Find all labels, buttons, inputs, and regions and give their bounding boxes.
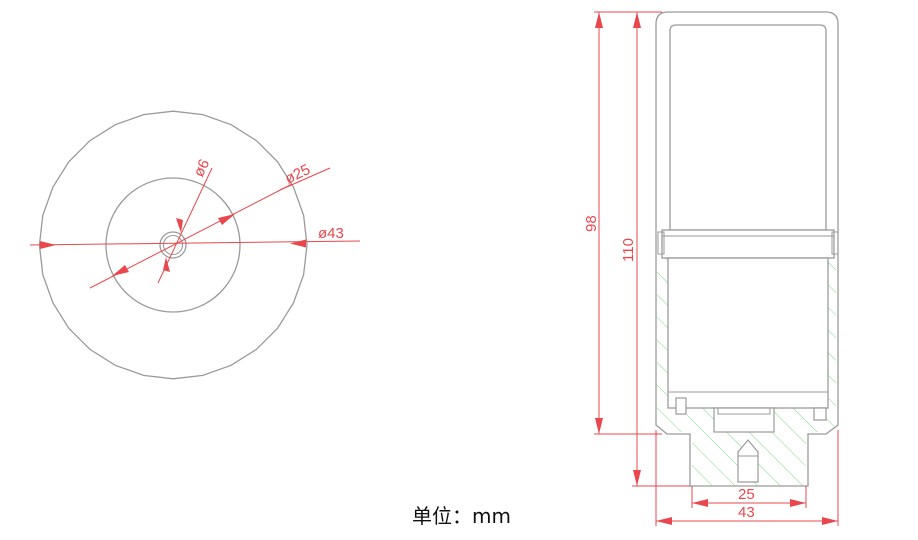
- dimension-hole-diameter: ø6: [157, 157, 213, 284]
- outer-diameter-label: ø43: [318, 225, 344, 242]
- center-hole-outer: [159, 231, 187, 259]
- center-hole-inner: [162, 234, 184, 256]
- unit-label: 单位：mm: [412, 504, 511, 528]
- stem-bore: [737, 439, 759, 483]
- top-view: ø43 ø25 ø6: [29, 110, 361, 380]
- body-outline: [655, 11, 839, 487]
- connector-block: [713, 407, 775, 433]
- right-pin: [813, 407, 827, 421]
- hole-diameter-label: ø6: [190, 157, 213, 180]
- height-110-label: 110: [620, 238, 637, 262]
- upper-window: [669, 24, 827, 231]
- inner-diameter-label: ø25: [282, 161, 313, 188]
- inner-cavity: [667, 257, 829, 409]
- dimension-width-43: 43: [656, 504, 838, 525]
- dimension-inner-diameter: ø25: [89, 161, 331, 289]
- dimension-height-98: 98: [583, 12, 603, 434]
- side-view: 98 110 25: [583, 11, 839, 526]
- width-25-label: 25: [738, 486, 755, 503]
- height-98-label: 98: [583, 215, 600, 232]
- middle-band: [661, 229, 835, 259]
- dimension-width-25: 25: [692, 486, 806, 507]
- dimension-height-110: 110: [620, 12, 641, 486]
- left-pin: [675, 397, 687, 415]
- width-43-label: 43: [738, 504, 755, 521]
- dimension-outer-diameter: ø43: [29, 225, 361, 249]
- inner-circle-outline: [105, 177, 241, 313]
